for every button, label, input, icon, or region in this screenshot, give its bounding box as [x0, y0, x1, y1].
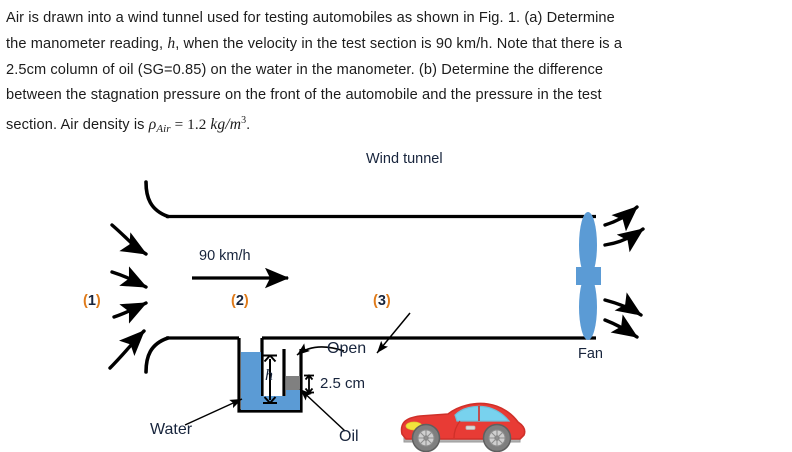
oil-height-dimension [304, 374, 314, 394]
sentence-period: . [246, 117, 251, 134]
problem-line-2: the manometer reading, h, when the veloc… [6, 35, 623, 53]
station-label-3: (3) [373, 293, 391, 309]
oil-height-label: 2.5 cm [320, 375, 366, 392]
wind-tunnel-figure: Wind tunnel 90 km/h (1) (2) (3) Fan Open… [0, 135, 792, 452]
h-label: h [265, 367, 273, 384]
station-2-open-paren: ( [231, 293, 236, 309]
problem-line-5: section. Air density is ρAir = 1.2 kg/m3… [6, 108, 758, 142]
station-label-1: (1) [83, 293, 101, 309]
wind-tunnel-label: Wind tunnel [366, 151, 443, 167]
wind-tunnel-callout-leader [376, 312, 411, 354]
tunnel-bottom-wall [144, 336, 596, 374]
velocity-label: 90 km/h [199, 248, 251, 264]
oil-fill [286, 376, 300, 390]
station-2-number: 2 [235, 293, 244, 309]
rho-subscript: Air [156, 123, 171, 136]
equals-sign: = [170, 116, 188, 134]
h-dimension [263, 354, 277, 404]
problem-line-3: 2.5cm column of oil (SG=0.85) on the wat… [6, 61, 604, 78]
water-label: Water [150, 421, 193, 438]
fan-illustration [576, 212, 601, 340]
density-units: kg/m [210, 116, 242, 134]
tunnel-top-wall [144, 180, 596, 219]
exhaust-flow-arrows [603, 205, 645, 339]
station-1-open-paren: ( [83, 293, 88, 309]
car-rear-wheel [411, 423, 441, 452]
station-1-close-paren: ) [95, 293, 101, 309]
inlet-flow-arrows [108, 223, 148, 370]
fan-blade-lower [579, 274, 597, 340]
station-3-open-paren: ( [373, 293, 378, 309]
density-value: 1.2 [187, 116, 211, 134]
manometer [184, 338, 346, 432]
figure-svg [108, 180, 645, 452]
oil-callout-leader [299, 388, 346, 432]
problem-line-1: Air is drawn into a wind tunnel used for… [6, 10, 615, 26]
station-3-close-paren: ) [385, 293, 391, 309]
water-callout-leader [184, 398, 243, 426]
problem-statement: Air is drawn into a wind tunnel used for… [6, 6, 758, 142]
car-illustration [400, 402, 526, 452]
problem-line-5-prefix: section. Air density is [6, 117, 149, 134]
fan-label: Fan [578, 346, 603, 362]
oil-label: Oil [339, 428, 359, 445]
station-1-number: 1 [87, 293, 96, 309]
fan-blade-upper [579, 212, 597, 278]
problem-line-4: between the stagnation pressure on the f… [6, 86, 602, 103]
car-front-wheel [482, 423, 512, 452]
fan-hub [576, 267, 601, 285]
station-2-close-paren: ) [243, 293, 249, 309]
open-callout-leader [296, 343, 345, 356]
open-label: Open [327, 340, 367, 357]
density-exponent: 3 [241, 115, 247, 127]
station-3-number: 3 [377, 293, 386, 309]
station-label-2: (2) [231, 293, 249, 309]
rho-symbol: ρ [148, 116, 157, 134]
variable-h: h [167, 35, 176, 53]
